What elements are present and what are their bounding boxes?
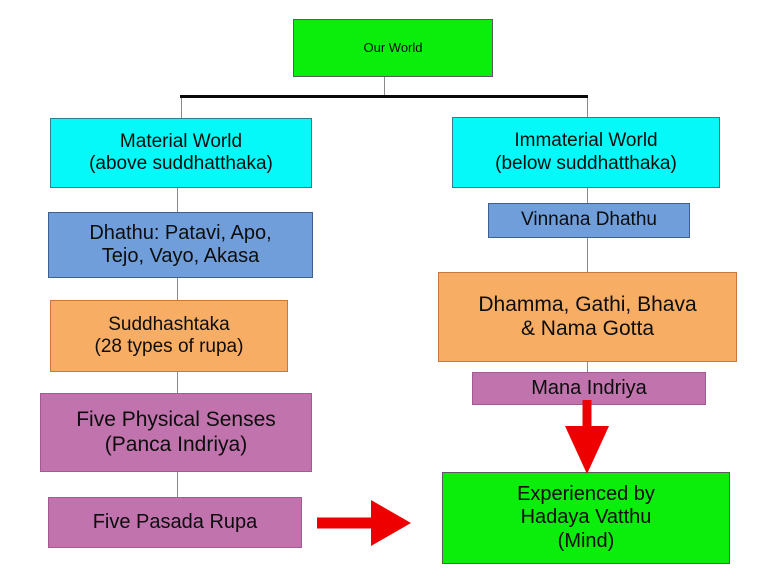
node-five-pasada-rupa[interactable]: Five Pasada Rupa — [48, 497, 302, 548]
node-dhathu[interactable]: Dhathu: Patavi, Apo, Tejo, Vayo, Akasa — [48, 212, 313, 278]
node-mana-indriya[interactable]: Mana Indriya — [472, 372, 706, 405]
node-vinnana-dhathu[interactable]: Vinnana Dhathu — [488, 203, 690, 238]
connector-dhamma-to-mana-indriya — [587, 362, 588, 373]
connector-dhathu-to-suddhashtaka — [177, 278, 178, 301]
node-suddhashtaka[interactable]: Suddhashtaka (28 types of rupa) — [50, 300, 288, 372]
connector-suddhashtaka-to-senses — [177, 372, 178, 394]
connector-immaterial-to-vinnana — [587, 188, 588, 204]
connector-split-bar — [180, 95, 588, 98]
node-five-physical-senses[interactable]: Five Physical Senses (Panca Indriya) — [40, 393, 312, 472]
arrow-head-down-icon — [565, 426, 609, 474]
arrow-shaft-vertical — [582, 400, 592, 432]
connector-material-to-dhathu — [177, 188, 178, 213]
connector-split-to-material — [181, 97, 182, 119]
arrow-pasada-rupa-to-hadaya-vatthu — [317, 500, 411, 546]
node-material-world[interactable]: Material World (above suddhatthaka) — [50, 118, 312, 188]
connector-vinnana-to-dhamma — [587, 238, 588, 273]
connector-our-world-to-split — [384, 77, 385, 97]
node-immaterial-world[interactable]: Immaterial World (below suddhatthaka) — [452, 117, 720, 188]
connector-senses-to-pasada-rupa — [177, 472, 178, 498]
arrow-mana-indriya-to-hadaya-vatthu — [565, 400, 609, 474]
arrow-shaft-horizontal — [317, 517, 377, 529]
node-experienced-by-hadaya-vatthu[interactable]: Experienced by Hadaya Vatthu (Mind) — [442, 472, 730, 564]
arrow-head-right-icon — [371, 500, 411, 546]
node-dhamma-gathi-bhava-nama-gotta[interactable]: Dhamma, Gathi, Bhava & Nama Gotta — [438, 272, 737, 362]
connector-split-to-immaterial — [587, 97, 588, 118]
node-our-world[interactable]: Our World — [293, 19, 493, 77]
